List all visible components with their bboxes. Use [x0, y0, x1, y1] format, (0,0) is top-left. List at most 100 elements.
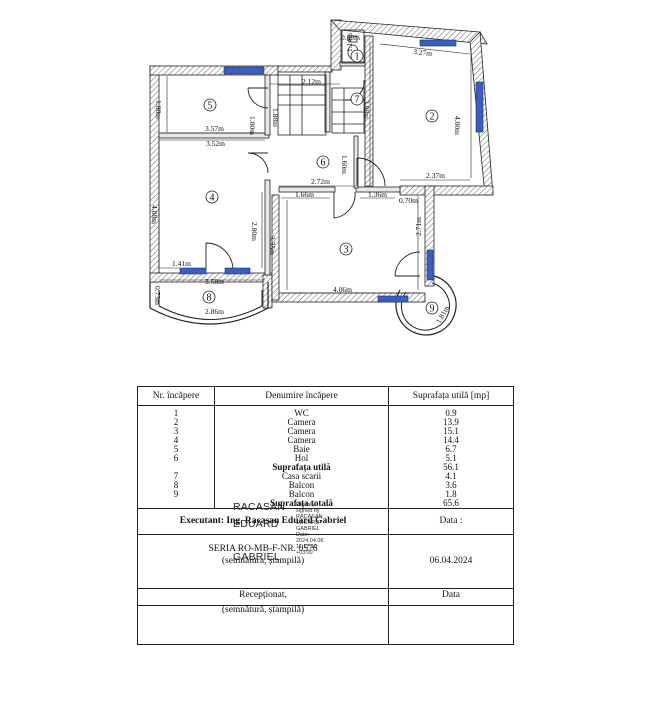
data-label: Data :: [388, 508, 514, 535]
sig-small-1: signed by: [296, 508, 320, 514]
dim-2-71: 2.71m: [414, 217, 423, 236]
dim-3-35: 3.35m: [268, 236, 277, 255]
dim-1-60: 1.60m: [340, 155, 349, 174]
dim-0-69: 0.69m: [341, 33, 360, 42]
table-row: 8 Balcon 3.6: [137, 481, 514, 490]
dimension-lines: [158, 42, 472, 294]
table-row: 5 Baie 6.7: [137, 445, 514, 454]
table-row: 1 WC 0.9: [137, 405, 514, 418]
sig-small-2: RACASAN: [296, 514, 323, 520]
signature-area: SERIA RO-MB-F-NR. 0576 (semnătura, ștamp…: [138, 502, 388, 588]
executant-label: Executant: Ing. Racasan Eduard Gabriel: [137, 508, 389, 535]
row-4-area: 14.4: [388, 436, 514, 445]
dim-3-57: 3.57m: [205, 124, 224, 133]
table-row: 6 Hol 5.1: [137, 454, 514, 463]
table-row: 4 Camera 14.4: [137, 436, 514, 445]
sig-small-7: 11:17:18: [296, 544, 318, 550]
total-value: 65.6: [388, 499, 514, 509]
dim-1-66: 1.66m: [295, 190, 314, 199]
windows: [179, 39, 484, 303]
executant-row: Executant: Ing. Racasan Eduard Gabriel D…: [137, 508, 514, 535]
header-nr: Nr. încăpere: [137, 386, 215, 406]
dim-1-00: 1.00m: [248, 116, 257, 135]
data2-label: Data: [388, 588, 514, 606]
room-5-number: 5: [208, 101, 213, 112]
dim-1-36: 1.36m: [368, 190, 387, 199]
room-1-number: 1: [355, 52, 360, 63]
row-8-area: 3.6: [388, 481, 514, 490]
dim-3-27: 3.27m: [413, 47, 433, 58]
dim-2-86: 2.86m: [205, 307, 224, 316]
row-5-area: 6.7: [388, 445, 514, 454]
signature-name-line-1: RACASAN: [233, 501, 286, 513]
balcony-9-outline: [395, 275, 457, 336]
dimension-labels: 0.69m 1.14m 3.27m 2.12m 1.88m 3.88m 4.00…: [150, 33, 462, 325]
floor-plan: 1 2 3 4 5 6 7 8 9: [149, 19, 494, 336]
row-6-nr: 6: [137, 454, 215, 463]
signature-name-line-2: EDUARD: [233, 518, 279, 530]
total-row: Suprafața totală 65.6: [137, 499, 514, 509]
semnatura2-row: (semnătură, ștampilă): [137, 605, 514, 645]
digital-signature-stamp: Digitally signed by RACASAN EDUARD- GABR…: [296, 502, 324, 556]
doors: [205, 79, 421, 277]
dim-2-72: 2.72m: [311, 177, 330, 186]
room-9-number: 9: [430, 304, 435, 315]
dim-2-80: 2.80m: [250, 222, 259, 241]
dim-1-14: 1.14m: [345, 33, 354, 52]
row-1-area: 0.9: [388, 405, 514, 418]
room-labels: 1 2 3 4 5 6 7 8 9: [202, 49, 439, 315]
dim-3-88: 3.88m: [362, 100, 371, 119]
room-4-number: 4: [210, 193, 215, 204]
dim-3-58: 3.58m: [205, 277, 224, 286]
receptionat-label: Recepționat,: [137, 588, 389, 606]
table-row: 7 Casa scarii 4.1: [137, 472, 514, 481]
row-3-area: 15.1: [388, 427, 514, 436]
room-2-number: 2: [430, 112, 435, 123]
dim-2-12: 2.12m: [302, 77, 321, 86]
dim-0-73: 0.73m: [153, 286, 162, 305]
dim-0-70: 0.70m: [399, 196, 418, 205]
room-6-number: 6: [321, 158, 326, 169]
dim-1-41: 1.41m: [172, 259, 191, 268]
sig-small-3: EDUARD-: [296, 520, 322, 526]
dim-2-37: 2.37m: [426, 171, 445, 180]
signature-row: SERIA RO-MB-F-NR. 0576 (semnătura, ștamp…: [137, 502, 514, 589]
balcony-8-outline: [149, 282, 269, 325]
seria-text: SERIA RO-MB-F-NR. 0576: [208, 544, 318, 554]
sig-small-5: Date:: [296, 532, 310, 538]
dim-4-00-right: 4.00m: [453, 116, 462, 135]
dim-4-08: 4.08m: [150, 205, 159, 224]
sig-small-6: 2024.04.06: [296, 538, 324, 544]
util-row: Suprafața utilă 56.1: [137, 463, 514, 472]
room-8-number: 8: [207, 293, 212, 304]
dim-1-88-stair: 1.88m: [271, 108, 280, 127]
row-6-area: 5.1: [388, 454, 514, 463]
dim-3-52: 3.52m: [206, 139, 225, 148]
table-row: 2 Camera 13.9: [137, 418, 514, 427]
util-value: 56.1: [388, 463, 514, 472]
semnatura-text: (semnătura, ștampilă): [221, 556, 305, 566]
dim-4-06: 4.06m: [333, 285, 352, 294]
sig-small-4: GABRIEL: [296, 526, 320, 532]
semnatura2-text: (semnătură, ștampilă): [137, 605, 389, 645]
table-header-row: Nr. încăpere Denumire încăpere Suprafața…: [137, 386, 514, 406]
row-2-area: 13.9: [388, 418, 514, 427]
signature-name-line-3: GABRIEL: [233, 551, 280, 563]
empty-cell: [388, 605, 514, 645]
row-9-area: 1.8: [388, 490, 514, 499]
dim-1-88-left: 1.88m: [154, 100, 163, 119]
interior-walls: [158, 61, 401, 276]
room-3-number: 3: [344, 245, 349, 256]
sig-small-0: Digitally: [296, 502, 316, 508]
receptionat-row: Recepționat, Data: [137, 588, 514, 606]
room-7-number: 7: [355, 95, 360, 106]
header-denumire: Denumire încăpere: [214, 386, 389, 406]
sig-small-8: +03'00': [296, 550, 314, 556]
table-row: 9 Balcon 1.8: [137, 490, 514, 499]
table-row: 3 Camera 15.1: [137, 427, 514, 436]
header-suprafata: Suprafața utilă [mp]: [388, 386, 514, 406]
row-9-nr: 9: [137, 490, 215, 499]
date-value: 06.04.2024: [388, 534, 514, 589]
row-7-area: 4.1: [388, 472, 514, 481]
surface-table: Nr. încăpere Denumire încăpere Suprafața…: [137, 386, 514, 645]
